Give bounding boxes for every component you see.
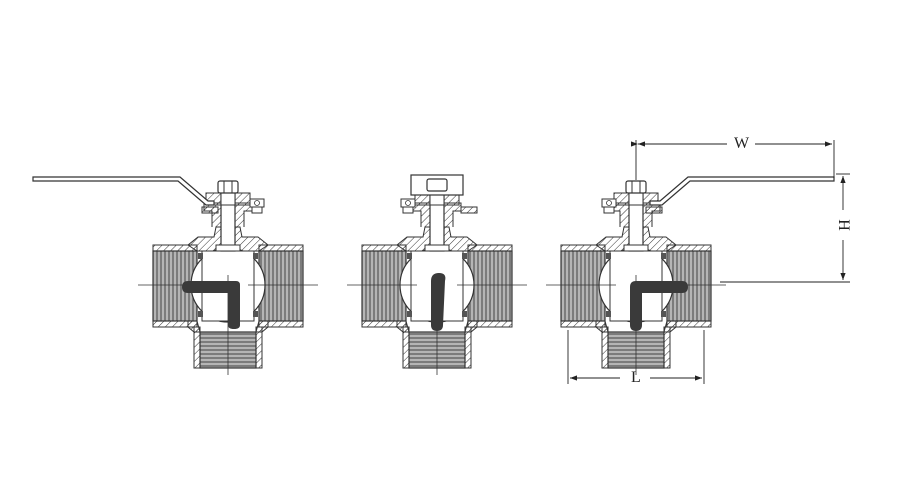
dimension-label-h: H	[834, 219, 852, 231]
dimension-label-l: L	[631, 369, 641, 386]
dimension-lines	[567, 140, 850, 384]
l-port-right	[630, 281, 688, 331]
lever-handle-left	[32, 176, 215, 206]
valve-center	[346, 174, 528, 376]
l-port-left	[182, 281, 240, 329]
i-port	[431, 273, 446, 331]
dimension-label-w: W	[734, 135, 750, 152]
valve-right	[545, 176, 835, 376]
valve-left	[32, 176, 319, 376]
lever-handle-right	[649, 176, 835, 206]
